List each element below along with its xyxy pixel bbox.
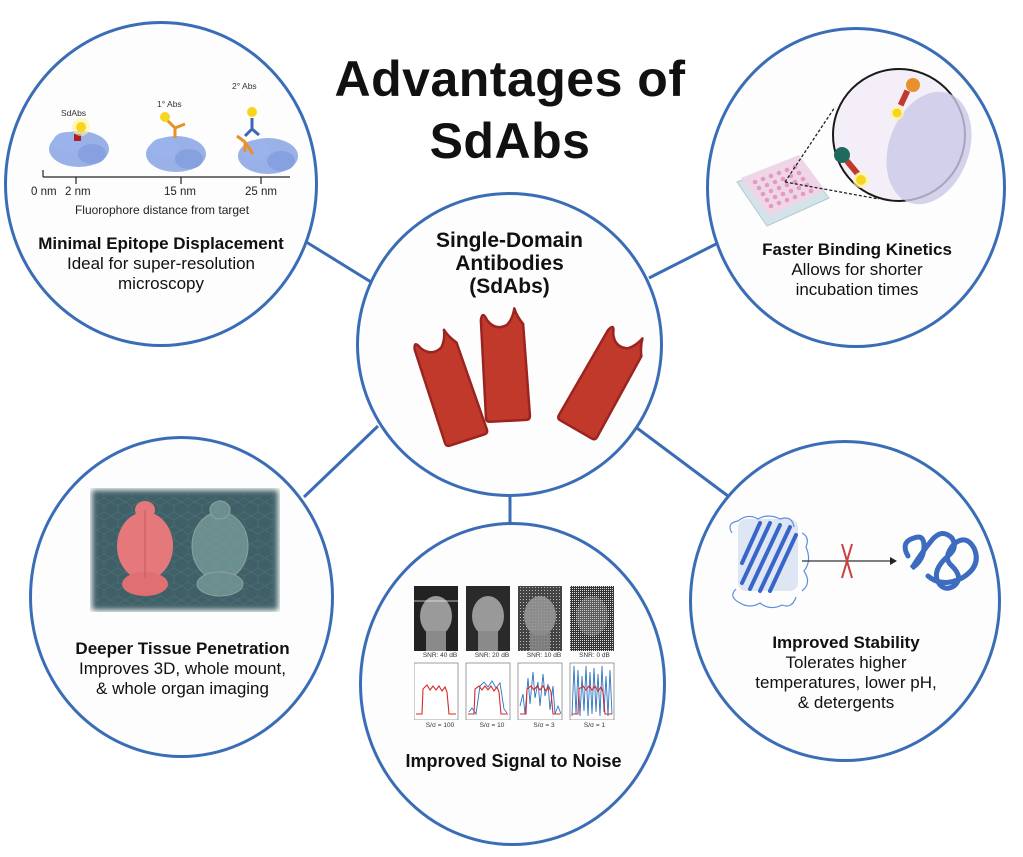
target-protein-icon: [238, 138, 298, 174]
epitope-scale-diagram: [42, 107, 298, 184]
arrow-head-icon: [890, 557, 897, 565]
snr-label: SNR: 0 dB: [579, 652, 610, 659]
sdab-fragment-icon: [410, 325, 490, 449]
page-title: Advantages of SdAbs: [330, 48, 690, 172]
panel-subtitle-line: & detergents: [797, 693, 895, 712]
connector-epitope: [302, 238, 372, 284]
snr-comparison-figure: SNR: 40 dB SNR: 20 dB SNR: 10 dB SNR: 0 …: [413, 586, 619, 729]
panel-subtitle-line: Allows for shorter: [791, 260, 923, 279]
title-line-2: SdAbs: [429, 113, 591, 169]
primary-antibody-icon: [165, 118, 186, 138]
axis-tick-15nm: 15 nm: [164, 186, 196, 198]
panel-title: Minimal Epitope Displacement: [38, 234, 284, 253]
folded-protein-icon: [729, 515, 810, 609]
sdabs-label: SdAbs: [61, 108, 87, 118]
well-plate-icon: [736, 155, 830, 227]
opaque-brain-icon: [117, 501, 173, 596]
panel-stability: Improved Stability Tolerates higher temp…: [689, 440, 1001, 762]
panel-subtitle-line: microscopy: [118, 274, 204, 293]
portrait-snr-40: [414, 586, 458, 651]
ratio-label: S/σ = 3: [533, 722, 555, 729]
primary-antibody-icon: [236, 134, 255, 155]
ratio-label-row: S/σ = 100 S/σ = 10 S/σ = 3 S/σ = 1: [414, 722, 619, 729]
panel-subtitle-line: & whole organ imaging: [96, 679, 269, 698]
snr-images: [413, 586, 615, 721]
fluorophore-icon: [160, 112, 170, 122]
panel-epitope-displacement: SdAbs 1° Abs 2° Abs: [4, 21, 318, 347]
secondary-antibody-icon: [243, 118, 260, 138]
target-protein-icon: [146, 136, 206, 172]
snr-label-row: SNR: 40 dB SNR: 20 dB SNR: 10 dB SNR: 0 …: [414, 652, 619, 659]
sdab-icon: [74, 134, 81, 141]
protein-unfolding-blocked-icon: [729, 515, 979, 609]
panel-subtitle-line: temperatures, lower pH,: [755, 673, 937, 692]
ratio-label: S/σ = 1: [583, 722, 606, 729]
cleared-brain-image: [92, 490, 278, 610]
primary-abs-label: 1° Abs: [157, 99, 182, 109]
secondary-abs-label: 2° Abs: [232, 81, 257, 91]
center-title-line: Antibodies: [455, 252, 564, 275]
snr-label: SNR: 10 dB: [526, 652, 562, 659]
panel-binding-kinetics: Faster Binding Kinetics Allows for short…: [706, 27, 1006, 348]
panel-tissue-penetration: Deeper Tissue Penetration Improves 3D, w…: [29, 436, 334, 758]
panel-center-sdabs: Single-Domain Antibodies (SdAbs): [356, 192, 663, 497]
ratio-label: S/σ = 10: [479, 722, 505, 729]
panel-subtitle-line: Improves 3D, whole mount,: [79, 659, 286, 678]
ratio-label: S/σ = 100: [425, 722, 455, 729]
connector-kinetics: [648, 242, 717, 280]
fluorophore-icon: [76, 122, 86, 132]
portrait-snr-10: [518, 586, 562, 651]
connector-tissue: [302, 424, 380, 499]
panel-signal-to-noise: SNR: 40 dB SNR: 20 dB SNR: 10 dB SNR: 0 …: [359, 522, 666, 846]
panel-title: Deeper Tissue Penetration: [75, 639, 290, 658]
snr-label: SNR: 20 dB: [474, 652, 510, 659]
magnify-line: [784, 106, 836, 183]
single-domain-antibody-icon: [410, 306, 653, 449]
sdab-fragment-icon: [479, 306, 532, 424]
center-title-line: Single-Domain: [435, 229, 583, 252]
transparent-brain-icon: [191, 500, 249, 597]
center-title-line: (SdAbs): [469, 275, 550, 298]
center-title: Single-Domain Antibodies (SdAbs): [359, 229, 660, 298]
blocked-x-icon: [841, 543, 853, 579]
connector-stability: [636, 426, 729, 498]
axis-tick-25nm: 25 nm: [245, 186, 277, 198]
axis-tick-0nm: 0 nm: [31, 186, 57, 198]
fluorophore-icon: [247, 107, 257, 117]
profile-plot-10: [465, 662, 511, 721]
panel-subtitle-line: Tolerates higher: [785, 653, 907, 672]
labeled-antibody-icon: [834, 147, 869, 188]
portrait-snr-20: [466, 586, 510, 651]
magnify-line: [784, 181, 880, 200]
axis-caption: Fluorophore distance from target: [74, 203, 250, 217]
panel-subtitle-line: incubation times: [795, 280, 919, 299]
panel-title: Improved Signal to Noise: [405, 751, 622, 771]
labeled-antibody-icon: [890, 78, 920, 120]
panel-title: Improved Stability: [772, 633, 920, 652]
profile-plot-100: [413, 662, 459, 721]
axis-tick-2nm: 2 nm: [65, 186, 91, 198]
well-plate-magnified-icon: [736, 68, 972, 227]
title-line-1: Advantages of: [334, 51, 686, 107]
distance-axis: [42, 170, 290, 184]
sdab-fragment-icon: [555, 320, 653, 442]
portrait-snr-0: [570, 586, 614, 651]
panel-title: Faster Binding Kinetics: [762, 240, 952, 259]
panel-subtitle-line: Ideal for super-resolution: [66, 254, 256, 273]
snr-label: SNR: 40 dB: [422, 652, 458, 659]
unfolded-protein-icon: [902, 531, 979, 591]
